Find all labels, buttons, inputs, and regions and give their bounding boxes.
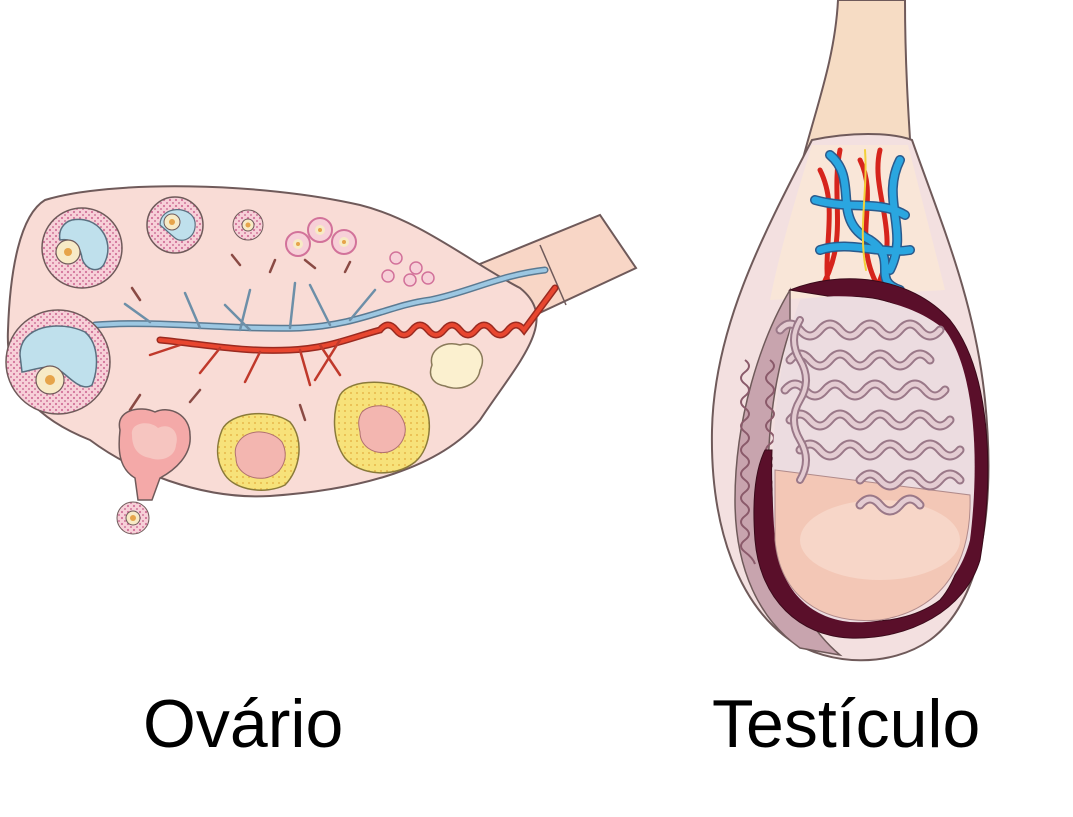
seminiferous-tubules bbox=[775, 316, 965, 516]
testis-label: Testículo bbox=[712, 686, 981, 762]
pampiniform-plexus bbox=[810, 147, 915, 303]
ovarian-vein bbox=[91, 266, 549, 332]
follicle-large-2 bbox=[5, 309, 111, 415]
ovary-illustration bbox=[5, 185, 638, 535]
ovarian-artery bbox=[156, 284, 559, 354]
diagram-art bbox=[5, 0, 990, 662]
ovary-label: Ovário bbox=[143, 686, 344, 762]
corpus-albicans bbox=[429, 343, 484, 389]
follicle-medium bbox=[146, 196, 204, 254]
corpus-luteum-2 bbox=[333, 381, 430, 474]
testis-illustration bbox=[710, 0, 990, 662]
corpus-luteum-1 bbox=[216, 412, 300, 491]
primary-follicles bbox=[232, 209, 435, 287]
ovulating-follicle bbox=[116, 408, 191, 535]
vessel-region bbox=[770, 145, 945, 300]
vessel-branches bbox=[123, 253, 377, 422]
follicle-large-1 bbox=[41, 207, 123, 289]
